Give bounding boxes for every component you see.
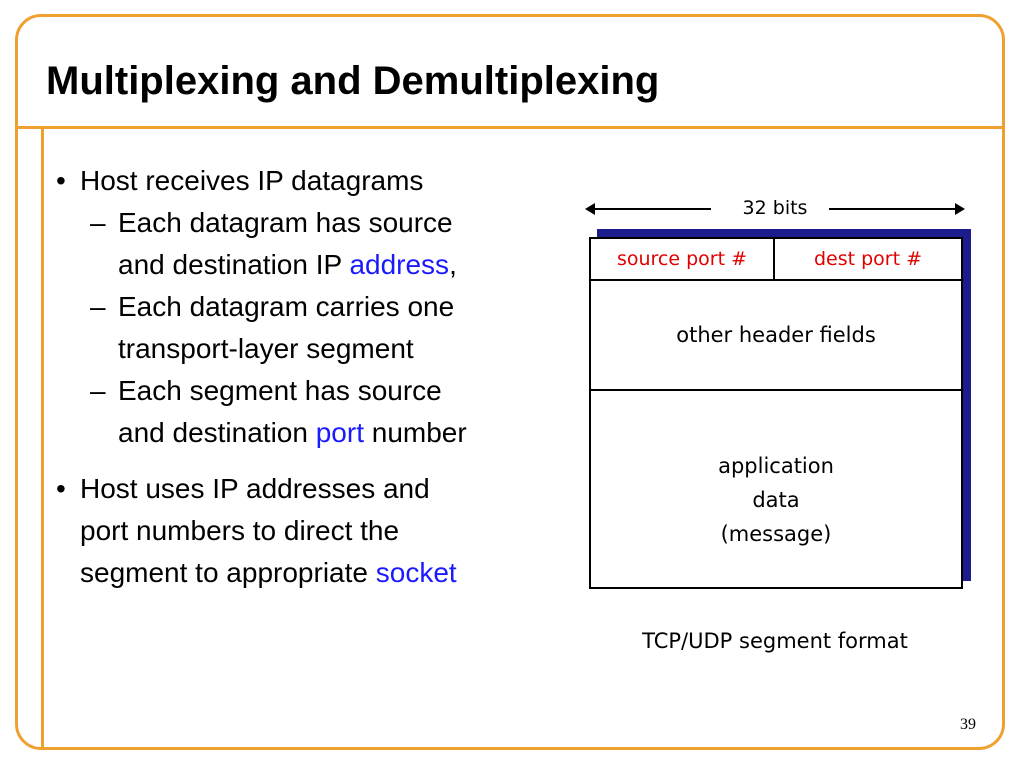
dash-icon: – bbox=[90, 207, 106, 238]
sub-bullet-item: – Each datagram carries one transport-la… bbox=[90, 286, 576, 370]
data-line: application bbox=[718, 454, 834, 478]
bullet-item: • Host receives IP datagrams bbox=[56, 160, 576, 202]
dest-port-field: dest port # bbox=[813, 248, 923, 270]
sub-bullet-text: transport-layer segment bbox=[118, 333, 414, 364]
segment-box: source port # dest port # other header f… bbox=[589, 237, 963, 589]
arrow-left-icon bbox=[585, 203, 595, 215]
arrow-line bbox=[591, 208, 711, 210]
sub-bullet-item: – Each segment has source and destinatio… bbox=[90, 370, 576, 454]
bullet-text: port numbers to direct the bbox=[80, 515, 400, 546]
width-indicator: 32 bits bbox=[585, 195, 965, 223]
sub-bullet-text: and destination IP bbox=[118, 249, 350, 280]
bullet-item: • Host uses IP addresses and port number… bbox=[56, 468, 576, 594]
sub-bullet-item: – Each datagram has source and destinati… bbox=[90, 202, 576, 286]
segment-format-diagram: 32 bits source port # dest port # other … bbox=[585, 195, 985, 665]
ports-row: source port # dest port # bbox=[591, 239, 961, 281]
left-divider bbox=[41, 126, 44, 750]
data-line: data bbox=[752, 488, 800, 512]
sub-bullet-text: Each datagram carries one bbox=[118, 291, 455, 322]
page-number: 39 bbox=[960, 716, 976, 733]
bullet-dot-icon: • bbox=[56, 473, 66, 504]
dash-icon: – bbox=[90, 375, 106, 406]
highlight-term: port bbox=[315, 417, 364, 448]
arrow-line bbox=[829, 208, 959, 210]
bullet-text: Host receives IP datagrams bbox=[80, 165, 424, 196]
sub-bullet-text: number bbox=[363, 417, 467, 448]
width-label: 32 bits bbox=[742, 197, 808, 219]
title-divider bbox=[15, 126, 1005, 129]
sub-bullet-text: Each segment has source bbox=[118, 375, 442, 406]
highlight-term: socket bbox=[375, 557, 457, 588]
slide-title: Multiplexing and Demultiplexing bbox=[46, 59, 660, 103]
sub-bullet-text: Each datagram has source bbox=[118, 207, 453, 238]
bullet-list: • Host receives IP datagrams – Each data… bbox=[56, 160, 576, 594]
diagram-caption: TCP/UDP segment format bbox=[642, 629, 908, 653]
arrow-right-icon bbox=[955, 203, 965, 215]
dash-icon: – bbox=[90, 291, 106, 322]
bullet-dot-icon: • bbox=[56, 165, 66, 196]
sub-bullet-text: and destination bbox=[118, 417, 316, 448]
highlight-term: address bbox=[349, 249, 450, 280]
bullet-text: Host uses IP addresses and bbox=[80, 473, 430, 504]
bullet-text: segment to appropriate bbox=[80, 557, 376, 588]
slide-frame bbox=[15, 14, 1005, 750]
header-fields-row: other header fields bbox=[591, 281, 961, 391]
sub-bullet-text: , bbox=[449, 249, 457, 280]
data-line: (message) bbox=[720, 522, 832, 546]
data-row: application data (message) bbox=[591, 391, 961, 587]
source-port-field: source port # bbox=[591, 239, 775, 279]
